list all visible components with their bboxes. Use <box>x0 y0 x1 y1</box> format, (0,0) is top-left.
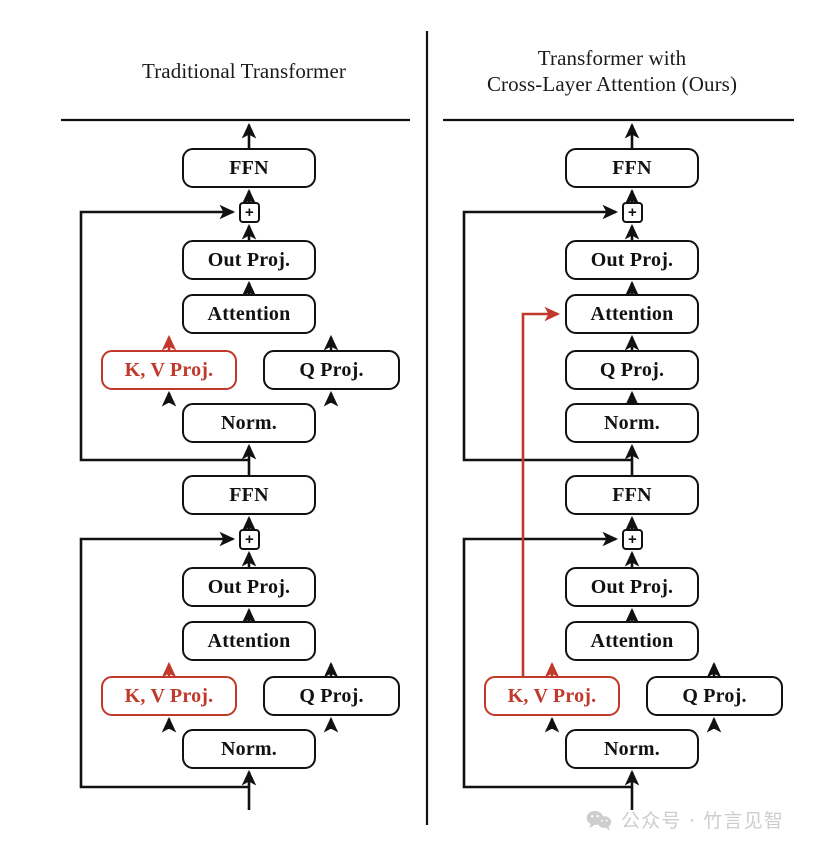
node-r1-add: + <box>622 529 643 550</box>
node-r1-attention: Attention <box>565 621 699 661</box>
node-r2-ffn: FFN <box>565 148 699 188</box>
node-r1-kv: K, V Proj. <box>484 676 620 716</box>
node-r2-norm: Norm. <box>565 403 699 443</box>
node-r1-q: Q Proj. <box>646 676 783 716</box>
node-l1-norm: Norm. <box>182 729 316 769</box>
node-l1-ffn: FFN <box>182 475 316 515</box>
watermark-text: 公众号 · 竹言见智 <box>621 810 785 832</box>
panel-title-right-line-2: Cross-Layer Attention (Ours) <box>486 72 738 96</box>
node-l1-kv: K, V Proj. <box>101 676 237 716</box>
node-r2-outproj: Out Proj. <box>565 240 699 280</box>
node-r1-ffn: FFN <box>565 475 699 515</box>
node-l2-ffn: FFN <box>182 148 316 188</box>
panel-title-right: Transformer with Cross-Layer Attention (… <box>430 45 794 97</box>
panel-title-left-line-1: Traditional Transformer <box>142 59 346 83</box>
panel-title-left: Traditional Transformer <box>61 58 427 84</box>
node-r1-norm: Norm. <box>565 729 699 769</box>
node-l2-add: + <box>239 202 260 223</box>
node-r2-attention: Attention <box>565 294 699 334</box>
node-r1-outproj: Out Proj. <box>565 567 699 607</box>
node-l2-attention: Attention <box>182 294 316 334</box>
node-l1-attention: Attention <box>182 621 316 661</box>
node-l2-q: Q Proj. <box>263 350 400 390</box>
node-r2-add: + <box>622 202 643 223</box>
wechat-icon <box>586 810 612 830</box>
node-l2-norm: Norm. <box>182 403 316 443</box>
watermark: 公众号 · 竹言见智 <box>586 806 784 833</box>
node-l2-outproj: Out Proj. <box>182 240 316 280</box>
node-l2-kv: K, V Proj. <box>101 350 237 390</box>
panel-title-right-line-1: Transformer with <box>537 46 687 70</box>
node-l1-add: + <box>239 529 260 550</box>
node-l1-q: Q Proj. <box>263 676 400 716</box>
node-l1-outproj: Out Proj. <box>182 567 316 607</box>
node-r2-q: Q Proj. <box>565 350 699 390</box>
